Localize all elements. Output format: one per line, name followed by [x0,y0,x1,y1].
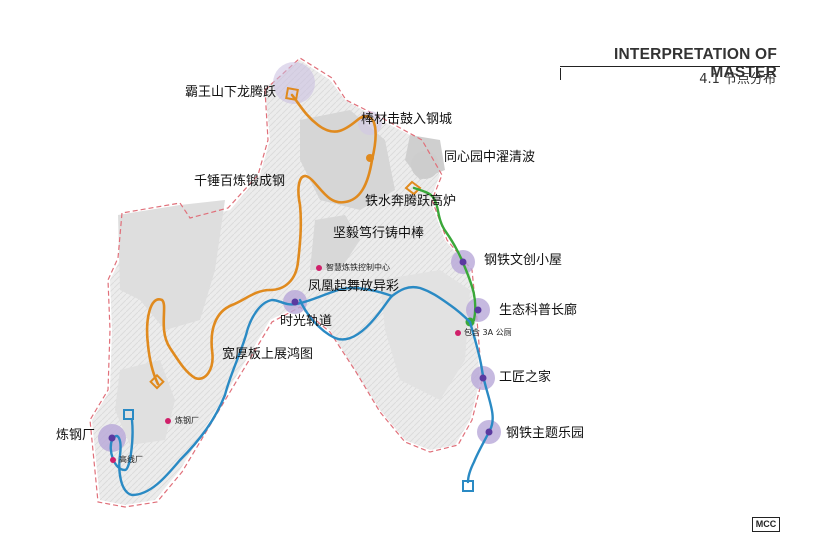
label-qianchui: 千锤百炼锻成钢 [194,174,286,189]
label-wenchuang: 钢铁文创小屋 [484,253,563,268]
point-label-zhihui: 智慧炼铁控制中心 [326,263,390,272]
blue-route-start [123,409,134,420]
label-shengtai: 生态科普长廊 [499,303,578,318]
node-dots [108,258,493,442]
label-fenghuang: 凤凰起舞放异彩 [308,279,400,294]
label-gangtie-leyuan: 钢铁主题乐园 [506,426,585,441]
point-label-gongce: 包含 3A 公厕 [464,328,512,337]
mcc-logo: MCC [752,517,780,532]
point-label-gaoxian: 高线厂 [119,455,143,464]
orange-route-cap [404,180,422,196]
blue-route-loop [298,294,394,341]
header-tick [560,68,561,80]
point-label-liangangchang: 炼钢厂 [175,416,199,425]
label-tongxinyuan: 同心园中濯清波 [444,150,536,165]
label-gongjiang: 工匠之家 [499,370,552,385]
header-subtitle: 4.1 节点分布 [699,72,776,87]
orange-route-mid [366,154,374,162]
label-jianyi: 坚毅笃行铸中棒 [333,226,425,241]
label-liangangchang: 炼钢厂 [56,428,96,443]
label-bangcai: 棒材击鼓入钢城 [361,112,453,127]
blue-route-end [462,480,474,492]
header-title: INTERPRETATION OF MASTER [614,46,777,81]
blue-route-link [390,285,472,324]
green-route [412,186,477,322]
orange-route [145,93,377,386]
label-tieshui: 铁水奔腾跃高炉 [365,194,457,209]
facility-points [110,265,461,463]
orange-route-end [149,373,165,390]
orange-route-start [285,87,299,101]
label-kuanhouban: 宽厚板上展鸿图 [222,347,314,362]
label-shiguang: 时光轨道 [280,314,333,329]
header-rule [560,66,780,67]
label-bawangshan: 霸王山下龙腾跃 [185,85,277,100]
